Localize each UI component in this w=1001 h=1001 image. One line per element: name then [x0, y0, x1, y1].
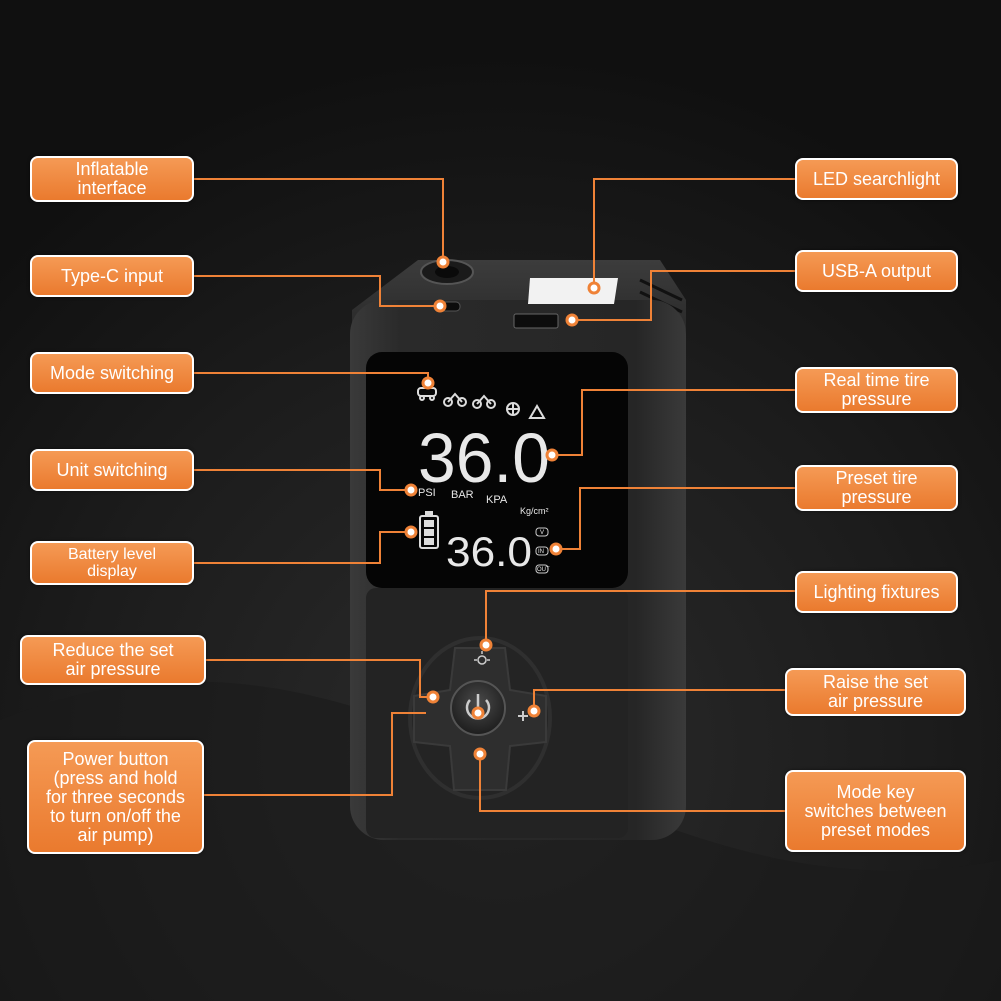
callout-mode-switching: Mode switching	[30, 352, 194, 394]
tag-v: V	[540, 530, 544, 536]
ball-icon	[506, 402, 520, 416]
callout-inflatable-interface: Inflatable interface	[30, 156, 194, 202]
unit-labels: PSI BAR KPA Kg/cm²	[418, 487, 549, 516]
plus-icon	[518, 711, 528, 721]
callout-raise-set-pressure: Raise the set air pressure	[785, 668, 966, 716]
unit-kgcm: Kg/cm²	[520, 506, 549, 516]
mode-icons	[417, 387, 546, 419]
callout-mode-key: Mode key switches between preset modes	[785, 770, 966, 852]
usb-a-port	[513, 313, 559, 329]
callout-reduce-set-pressure: Reduce the set air pressure	[20, 635, 206, 685]
unit-psi: PSI	[418, 487, 436, 499]
led-searchlight	[528, 278, 618, 304]
tag-in: IN	[538, 549, 544, 555]
unit-bar: BAR	[451, 489, 474, 501]
unit-kpa: KPA	[486, 494, 508, 506]
type-c-port	[433, 301, 461, 312]
callout-type-c-input: Type-C input	[30, 255, 194, 297]
preset-pressure-reading: 36.0	[446, 528, 532, 575]
callout-power-button: Power button (press and hold for three s…	[27, 740, 204, 854]
callout-real-time-pressure: Real time tire pressure	[795, 367, 958, 413]
light-icon	[474, 651, 490, 665]
custom-icon	[528, 404, 546, 419]
callout-battery-level-display: Battery level display	[30, 541, 194, 585]
battery-icon	[419, 511, 439, 549]
callout-unit-switching: Unit switching	[30, 449, 194, 491]
callout-led-searchlight: LED searchlight	[795, 158, 958, 200]
callout-preset-pressure: Preset tire pressure	[795, 465, 958, 511]
bicycle-icon	[472, 394, 496, 409]
main-pressure-reading: 36.0	[418, 419, 550, 497]
motorcycle-icon	[443, 392, 467, 407]
preset-tags: V IN OUT	[535, 527, 550, 574]
callout-usb-a-output: USB-A output	[795, 250, 958, 292]
callout-lighting-fixtures: Lighting fixtures	[795, 571, 958, 613]
tag-out: OUT	[537, 567, 550, 573]
